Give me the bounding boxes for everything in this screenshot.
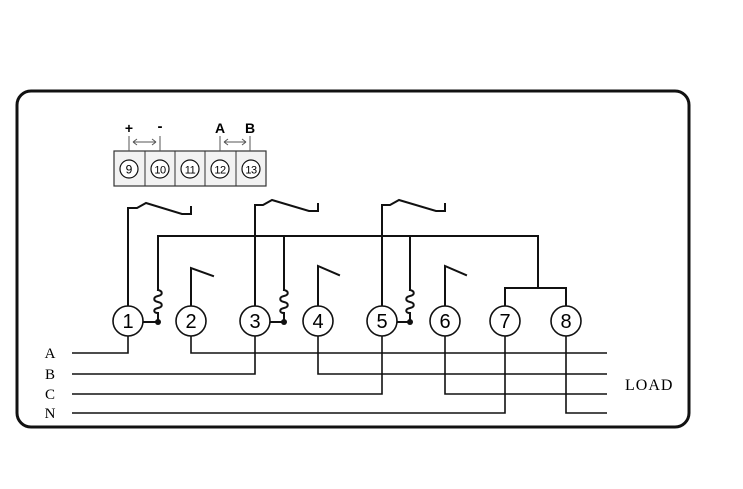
current-coil-3 (381, 198, 446, 307)
external-wiring (72, 336, 607, 414)
comm-minus-label: - (158, 118, 163, 135)
comm-b-label: B (245, 120, 255, 136)
load-label: LOAD (625, 377, 673, 394)
comm-terminal-circle (241, 159, 261, 179)
internal-wiring (127, 198, 567, 323)
supply-line-n (72, 336, 506, 414)
current-coil-2 (254, 198, 319, 307)
junction-dot (407, 319, 413, 325)
comm-terminal-9: 9 (119, 159, 139, 179)
terminal-label: 4 (312, 311, 323, 333)
neutral-bridge (504, 287, 567, 307)
double-arrow-icon (223, 138, 247, 146)
double-arrow-icon (132, 138, 157, 146)
comm-terminal-circle (119, 159, 139, 179)
comm-terminal-11: 11 (180, 159, 200, 179)
comm-a-label: A (215, 120, 225, 136)
supply-line-a (72, 336, 129, 354)
load-line-c (444, 336, 607, 395)
supply-line-c (72, 336, 383, 395)
terminal-2: 2 (175, 305, 207, 337)
terminal-label: 1 (122, 311, 133, 333)
voltage-common-bus (157, 235, 539, 289)
terminal-5: 5 (366, 305, 398, 337)
terminal-4: 4 (302, 305, 334, 337)
comm-terminal-block: 9 10 11 12 13 (113, 150, 267, 187)
load-line-a (190, 336, 607, 354)
terminal-8: 8 (550, 305, 582, 337)
line-label-a: A (45, 346, 56, 362)
coil-icon (405, 288, 415, 323)
line-label-n: N (45, 406, 56, 422)
comm-terminal-circle (210, 159, 230, 179)
terminal-label: 5 (376, 311, 387, 333)
current-coil-1 (127, 201, 192, 307)
comm-terminal-13: 13 (241, 159, 261, 179)
comm-pair-arrows (128, 136, 251, 151)
comm-terminal-12: 12 (210, 159, 230, 179)
terminal-3: 3 (239, 305, 271, 337)
terminal-6: 6 (429, 305, 461, 337)
main-terminals: 1 2 3 4 5 6 7 8 (112, 305, 582, 337)
switch-contact-3 (444, 264, 468, 307)
supply-line-b (72, 336, 256, 375)
meter-enclosure (15, 89, 691, 429)
comm-terminal-10: 10 (150, 159, 170, 179)
line-label-c: C (45, 387, 55, 403)
coil-icon (153, 288, 163, 323)
switch-contact-2 (317, 264, 341, 307)
terminal-label: 2 (185, 311, 196, 333)
terminal-7: 7 (489, 305, 521, 337)
load-line-n (565, 336, 607, 414)
coil-icon (279, 288, 289, 323)
line-label-b: B (45, 367, 55, 383)
comm-terminal-circle (150, 159, 170, 179)
junction-dot (281, 319, 287, 325)
comm-terminal-label: 9 (126, 163, 133, 177)
comm-terminal-label: 11 (185, 165, 196, 177)
comm-plus-label: + (125, 120, 133, 136)
terminal-label: 7 (499, 311, 510, 333)
junction-dot (155, 319, 161, 325)
comm-terminal-label: 13 (245, 165, 257, 177)
terminal-label: 3 (249, 311, 260, 333)
load-line-b (317, 336, 607, 375)
switch-contact-1 (190, 266, 215, 307)
comm-terminal-label: 12 (214, 165, 226, 177)
terminal-label: 6 (439, 311, 450, 333)
comm-terminal-circle (180, 159, 200, 179)
terminal-label: 8 (560, 311, 571, 333)
terminal-1: 1 (112, 305, 144, 337)
comm-terminal-label: 10 (154, 165, 166, 177)
